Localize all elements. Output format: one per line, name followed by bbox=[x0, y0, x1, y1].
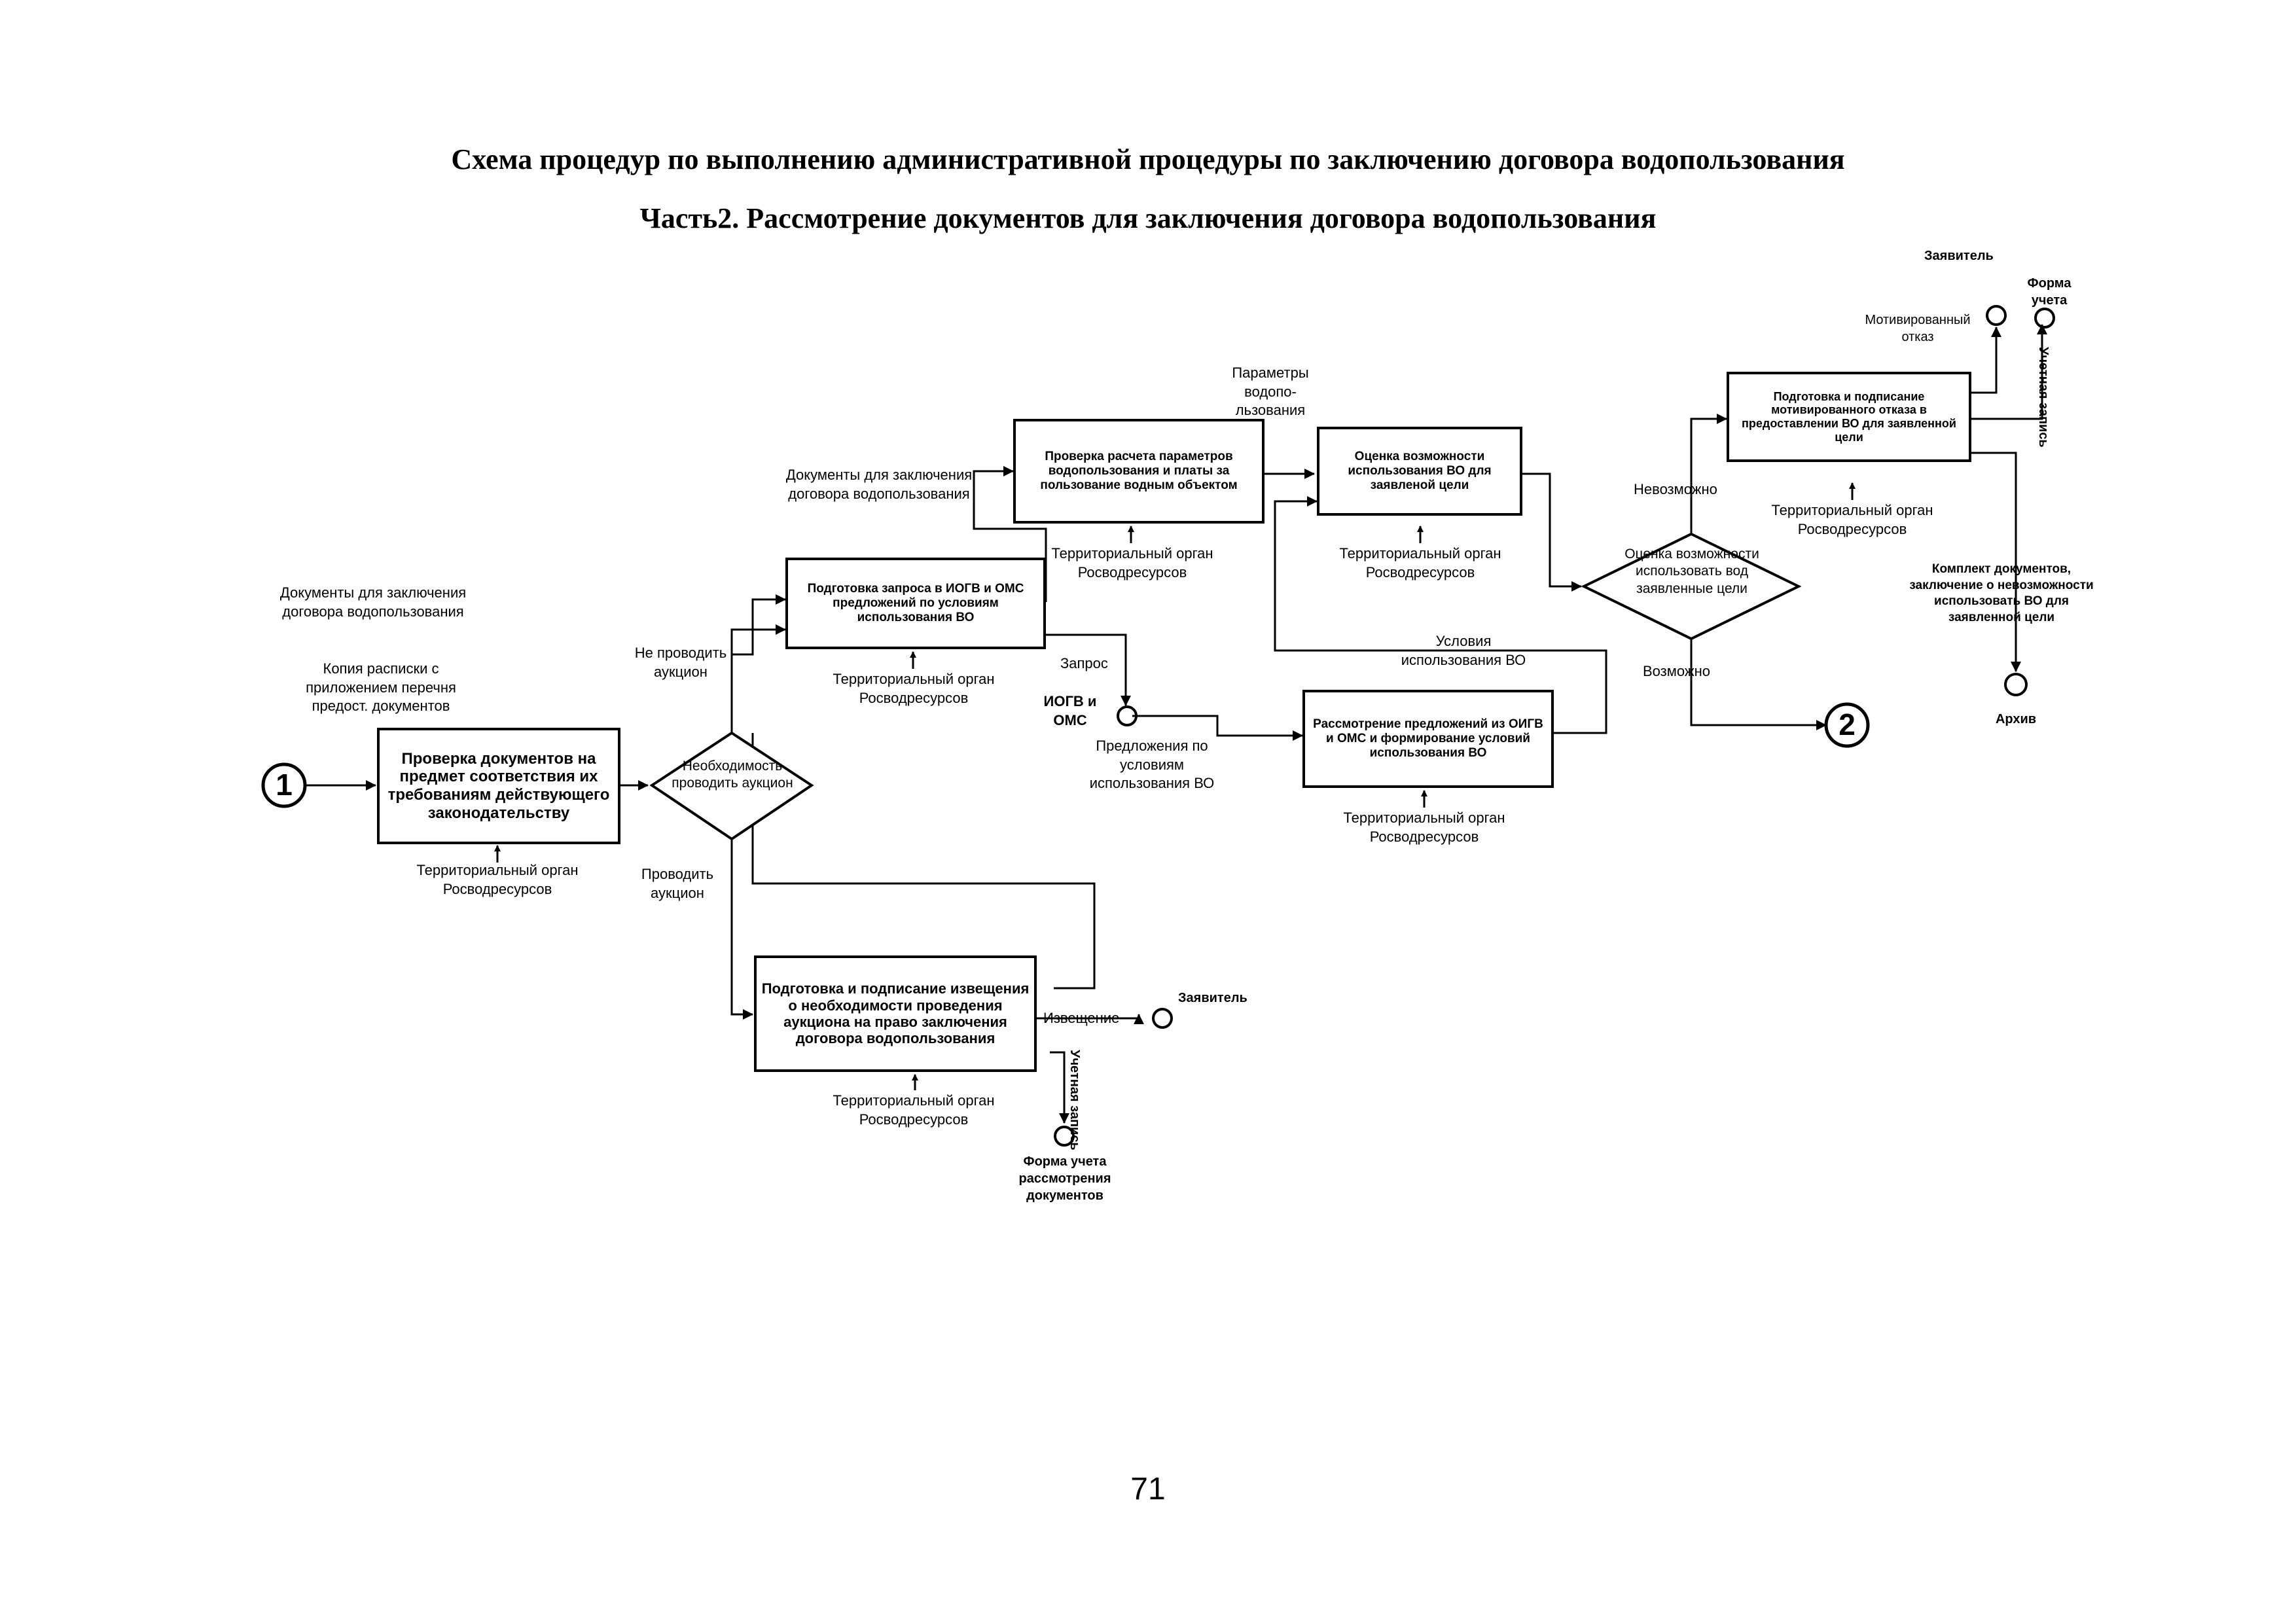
page-number: 71 bbox=[1130, 1472, 1166, 1507]
performer-check-docs: Территориальный орган Росводресурсов bbox=[416, 862, 579, 897]
check-parameters-box: Проверка расчета параметров водопользова… bbox=[1013, 419, 1265, 524]
form-event-circle-top bbox=[2034, 308, 2055, 329]
performer-refusal: Территориальный орган Росводресурсов bbox=[1771, 502, 1933, 537]
prepare-refusal-box: Подготовка и подписание мотивированного … bbox=[1727, 372, 1971, 462]
start-connector-circle bbox=[261, 762, 307, 808]
reasoned-refusal-label: Мотивированный отказ bbox=[1865, 313, 1971, 344]
applicant-event-circle-top bbox=[1986, 305, 2007, 326]
conditions-label: Условия использования ВО bbox=[1401, 633, 1526, 668]
proposals-label: Предложения по условиям использования ВО bbox=[1089, 738, 1215, 792]
archive-label: Архив bbox=[1995, 712, 2037, 726]
receipt-copy-label: Копия расписки с приложением перечня пре… bbox=[306, 660, 456, 715]
diagram-title: Схема процедур по выполнению администрат… bbox=[451, 143, 1845, 175]
review-proposals-box: Рассмотрение предложений из ОИГВ и ОМС и… bbox=[1302, 690, 1554, 788]
record-top-label: Учетная запись bbox=[2036, 347, 2051, 448]
applicant-event-circle-bottom bbox=[1152, 1008, 1173, 1029]
request-label: Запрос bbox=[1060, 655, 1108, 671]
form-bottom-label: Форма учета рассмотрения документов bbox=[1018, 1154, 1111, 1203]
decision-possibility-label: Оценка возможности использовать вод заяв… bbox=[1624, 546, 1759, 596]
performer-assess: Территориальный орган Росводресурсов bbox=[1339, 545, 1501, 580]
check-documents-box: Проверка документов на предмет соответст… bbox=[377, 728, 620, 844]
diagram-subtitle: Часть2. Рассмотрение документов для закл… bbox=[639, 202, 1657, 234]
no-auction-label: Не проводить аукцион bbox=[634, 645, 727, 680]
docs-input2-label: Документы для заключения договора водопо… bbox=[785, 467, 973, 502]
docs-input-label: Документы для заключения договора водопо… bbox=[279, 584, 467, 620]
water-params-label: Параметры водопо-льзования bbox=[1232, 365, 1309, 419]
end-connector-label: 2 bbox=[1839, 707, 1856, 741]
performer-check-params: Территориальный орган Росводресурсов bbox=[1051, 545, 1213, 580]
decision-possibility-shape bbox=[1581, 532, 1802, 641]
form-event-circle-bottom bbox=[1054, 1126, 1075, 1147]
prepare-notice-box: Подготовка и подписание извещения о необ… bbox=[754, 955, 1037, 1072]
prepare-request-box: Подготовка запроса в ИОГВ и ОМС предложе… bbox=[785, 558, 1046, 649]
iogv-event-circle bbox=[1117, 705, 1138, 726]
performer-review: Территориальный орган Росводресурсов bbox=[1343, 810, 1505, 845]
impossible-label: Невозможно bbox=[1634, 481, 1717, 497]
applicant-bottom-label: Заявитель bbox=[1178, 991, 1247, 1005]
iogv-oms-label: ИОГВ и ОМС bbox=[1043, 693, 1097, 728]
package-label: Комплект документов, заключение о невозм… bbox=[1909, 562, 2094, 625]
performer-notice: Территориальный орган Росводресурсов bbox=[833, 1092, 995, 1128]
record-bottom-label: Учетная запись bbox=[1067, 1050, 1082, 1150]
decision-auction-label: Необходимость проводить аукцион bbox=[672, 758, 793, 791]
decision-auction-shape bbox=[649, 731, 814, 841]
start-connector-label: 1 bbox=[276, 768, 293, 802]
do-auction-label: Проводить аукцион bbox=[641, 866, 714, 901]
archive-event-circle bbox=[2004, 673, 2028, 696]
applicant-top-label: Заявитель bbox=[1924, 249, 1994, 263]
notice-label: Извещение bbox=[1043, 1010, 1120, 1026]
performer-prepare-request: Территориальный орган Росводресурсов bbox=[833, 671, 995, 706]
assess-possibility-box: Оценка возможности использования ВО для … bbox=[1317, 427, 1522, 516]
possible-label: Возможно bbox=[1643, 663, 1710, 679]
form-top-label: Форма учета bbox=[2027, 276, 2072, 308]
end-connector-circle bbox=[1824, 702, 1870, 748]
